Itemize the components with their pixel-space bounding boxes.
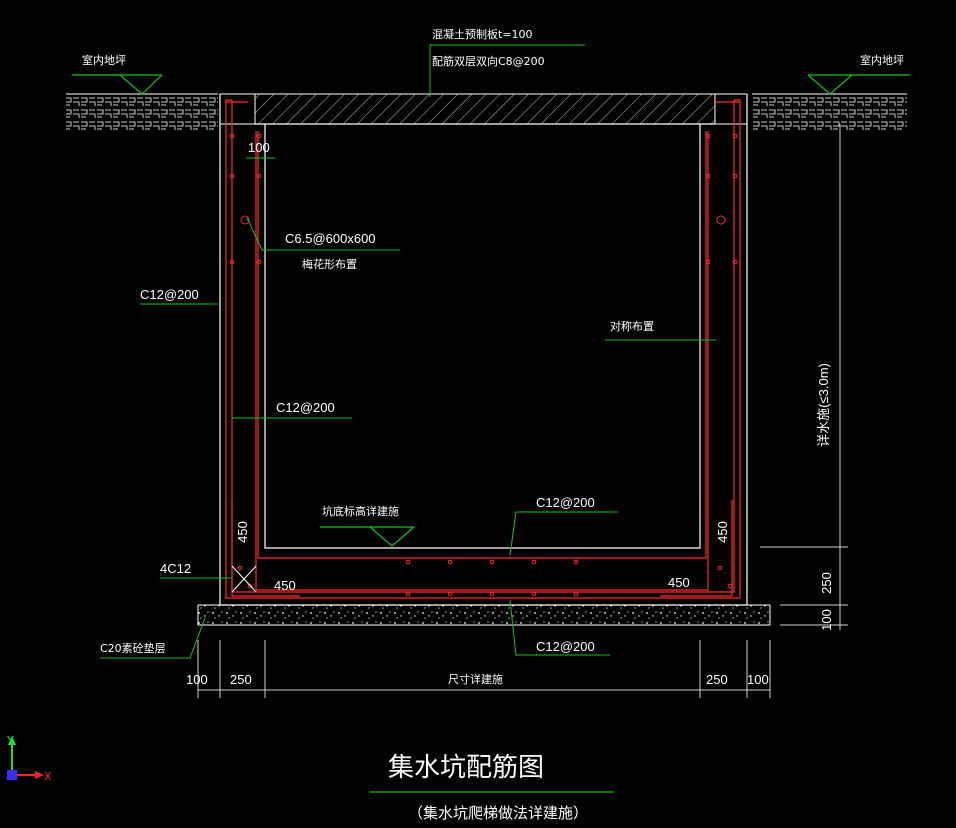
depth-dimension [760,124,848,630]
dim-center: 尺寸详建施 [448,672,503,686]
floor-label-left: 室内地坪 [82,53,126,67]
tie-note-label: 梅花形布置 [302,257,357,271]
dim-250-right: 250 [819,572,834,594]
corner-bars-label: 4C12 [160,561,191,576]
dim-250-left: 250 [230,672,252,687]
dim-100-left: 100 [186,672,208,687]
floor-label-right: 室内地坪 [860,53,904,67]
soil-right [752,96,907,130]
floor-level-marker-left [72,74,163,95]
wall-left-outer-label: C12@200 [140,287,199,302]
base-bottom-label: C12@200 [536,639,595,654]
depth-label: 详水施(≤3.0m) [816,363,831,447]
dim-250-right-b: 250 [706,672,728,687]
dim-100-right-b: 100 [747,672,769,687]
floor-level-marker-right [807,74,910,95]
wall-left-inner-label: C12@200 [276,400,335,415]
wall-right-note-label: 对称布置 [610,319,654,333]
bottom-dimension [197,640,771,698]
dim-450-right-h: 450 [668,575,690,590]
axis-y-label: Y [6,734,14,747]
cover-slab [254,93,716,125]
dim-450-left-v: 450 [235,521,250,543]
wall-cap-left [219,93,256,125]
cover-slab-label: 混凝土预制板t=100 [432,27,533,41]
dim-450-right-v: 450 [715,521,730,543]
pit-bottom-label: 坑底标高详建施 [322,504,399,518]
ucs-axis-icon [7,736,44,780]
axis-x-label: X [44,770,52,783]
pit-bottom-marker [320,526,415,547]
pit-outline [219,94,748,606]
rebar-dots [229,133,738,597]
corner-bars-x [231,565,257,593]
soil-left [66,96,218,130]
cushion-layer [197,604,771,626]
wall-cap-right [714,93,748,125]
cover-rebar-label: 配筋双层双向C8@200 [432,54,545,68]
cushion-label: C20素砼垫层 [100,641,166,655]
rebar-lines [225,99,741,599]
dim-100-top: 100 [248,140,270,155]
dim-450-left-h: 450 [274,578,296,593]
dim-100-right: 100 [819,609,834,631]
tie-spec-label: C6.5@600x600 [285,231,376,246]
base-top-label: C12@200 [536,495,595,510]
drawing-subtitle: （集水坑爬梯做法详建施） [408,804,588,822]
leader-lines [100,44,716,659]
drawing-title: 集水坑配筋图 [388,753,544,783]
